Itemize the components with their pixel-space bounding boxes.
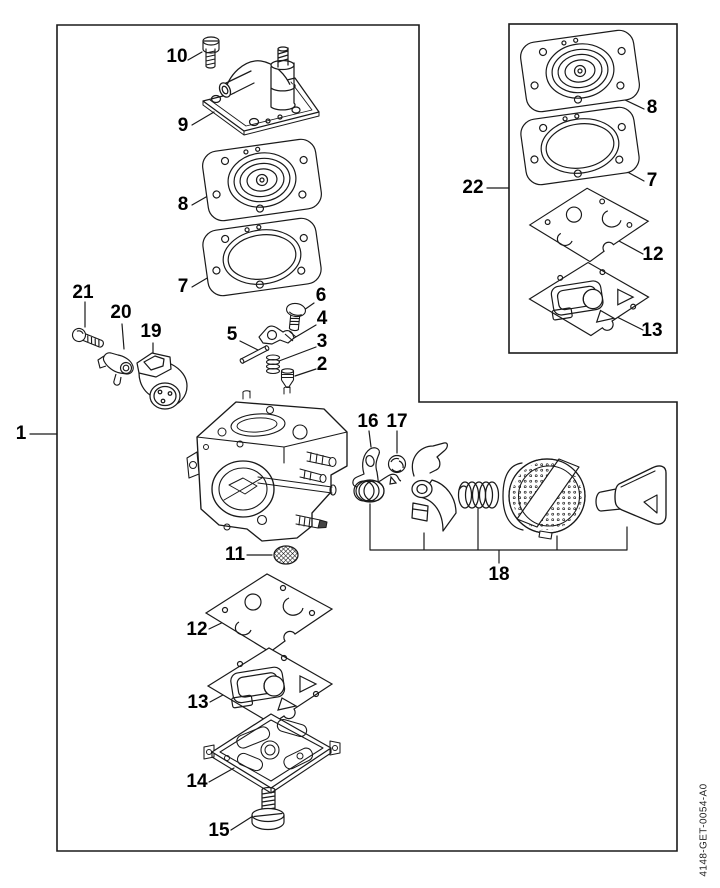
- callout-part-5: 5: [226, 324, 238, 345]
- carburetor-body-drawing: [186, 386, 348, 542]
- part-8-diaphragm-drawing: [200, 136, 324, 224]
- callout-part-13: 13: [187, 692, 209, 713]
- callout-part-12: 12: [186, 619, 208, 640]
- callout-part-10: 10: [166, 46, 188, 67]
- part-7-gasket-drawing: [200, 215, 324, 299]
- part-9-pump-cover-drawing: [202, 46, 320, 136]
- part-14-end-cover-drawing: [203, 713, 341, 794]
- callout-part-9: 9: [177, 115, 189, 136]
- drawing-number: 4148-GET-0054-A0: [698, 783, 710, 877]
- callout-kit-part-8: 8: [646, 97, 658, 118]
- callout-part-20: 20: [110, 302, 132, 323]
- callout-part-3: 3: [316, 331, 328, 352]
- callout-part-17: 17: [386, 411, 408, 432]
- callout-part-6: 6: [315, 285, 327, 306]
- kit-part-8-diaphragm-drawing: [518, 27, 642, 115]
- part-19-elbow-connector-drawing: [136, 352, 188, 410]
- callout-part-4: 4: [316, 308, 328, 329]
- callout-part-2: 2: [316, 354, 328, 375]
- callout-part-15: 15: [208, 820, 230, 841]
- callout-kit-part-12: 12: [642, 244, 664, 265]
- callout-part-22: 22: [462, 177, 484, 198]
- main-frame-border: [56, 24, 678, 852]
- part-12-gasket-drawing: [205, 573, 333, 653]
- part-5-pin-drawing: [239, 345, 270, 364]
- callout-part-21: 21: [72, 282, 94, 303]
- callout-part-19: 19: [140, 321, 162, 342]
- part-4-lever-drawing: [258, 325, 297, 345]
- part-20-lever-drawing: [97, 352, 134, 386]
- callout-part-14: 14: [186, 771, 208, 792]
- callout-part-7: 7: [177, 276, 189, 297]
- callout-part-8: 8: [177, 194, 189, 215]
- part-6-screw-drawing: [285, 302, 307, 332]
- part-13-diaphragm-drawing: [207, 647, 333, 725]
- callout-part-1: 1: [15, 423, 27, 444]
- part-21-screw-drawing: [71, 327, 104, 348]
- kit-part-13-diaphragm-drawing: [528, 261, 650, 337]
- part-11-screen-drawing: [273, 545, 299, 565]
- bracket-18: [369, 503, 628, 564]
- callout-kit-part-13: 13: [641, 320, 663, 341]
- part-15-screw-drawing: [251, 786, 285, 831]
- kit-part-7-gasket-drawing: [518, 104, 642, 188]
- callout-part-16: 16: [357, 411, 379, 432]
- callout-part-11: 11: [224, 544, 246, 565]
- part-18-throttle-shaft-group-drawing: [411, 442, 667, 540]
- callout-kit-part-7: 7: [646, 170, 658, 191]
- callout-part-18: 18: [488, 564, 510, 585]
- part-3-spring-drawing: [265, 354, 281, 375]
- part-2-needle-drawing: [280, 368, 295, 389]
- part-17-nut-drawing: [387, 454, 407, 485]
- kit-part-12-gasket-drawing: [529, 187, 649, 263]
- part-10-screw-drawing: [202, 36, 220, 69]
- part-16-lever-drawing: [352, 447, 402, 503]
